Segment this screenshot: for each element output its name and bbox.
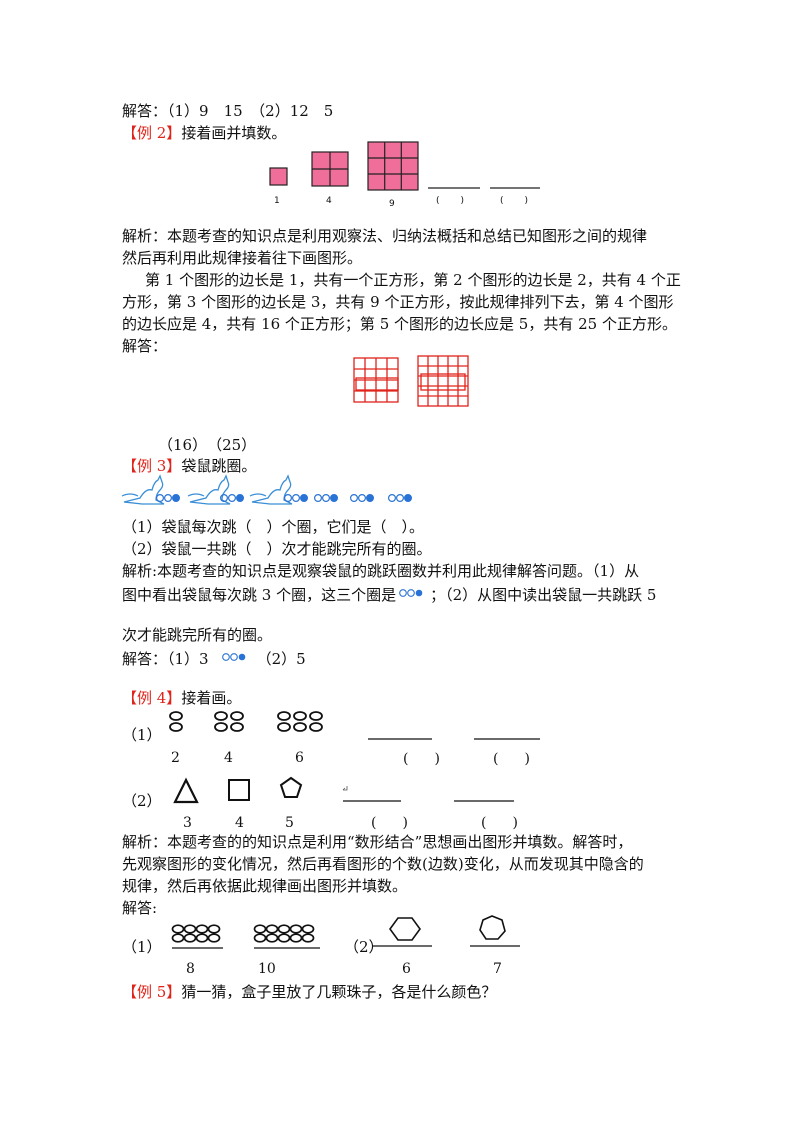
count-label: ( ) bbox=[403, 751, 446, 767]
example-2-heading: 【例 2】接着画并填数。 bbox=[122, 122, 286, 144]
rings bbox=[156, 494, 413, 503]
text: ；（2）从图中读出袋鼠一共跳跃 5 bbox=[430, 586, 657, 604]
ex2-label: 9 bbox=[389, 199, 395, 209]
text: （2）5 bbox=[256, 650, 306, 668]
paragraph: 图中看出袋鼠每次跳 3 个圈，这三个圈是 ；（2）从图中读出袋鼠一共跳跃 5 bbox=[122, 584, 656, 606]
paragraph: 然后再利用此规律接着往下画图形。 bbox=[122, 249, 363, 267]
count-label: 5 bbox=[285, 815, 294, 831]
question: （2）袋鼠一共跳（ ）次才能跳完所有的圈。 bbox=[122, 540, 432, 558]
paragraph: 方形，第 3 个图形的边长是 3，共有 9 个正方形，按此规律排列下去，第 4 … bbox=[122, 293, 674, 311]
hexagon-shape bbox=[389, 917, 421, 941]
ovals bbox=[169, 711, 323, 732]
paragraph: 次才能跳完所有的圈。 bbox=[122, 626, 273, 644]
paragraph: 解析：本题考查的知识点是利用观察法、归纳法概括和总结已知图形之间的规律 bbox=[122, 227, 648, 245]
square-1 bbox=[269, 167, 288, 186]
example-tag: 【例 4】 bbox=[122, 689, 182, 707]
example-4-heading: 【例 4】接着画。 bbox=[122, 687, 241, 709]
text: 图中看出袋鼠每次跳 3 个圈，这三个圈是 bbox=[122, 586, 397, 604]
example-title: 接着画。 bbox=[181, 689, 242, 707]
example-title: 猜一猜，盒子里放了几颗珠子，各是什么颜色？ bbox=[181, 983, 497, 1001]
grid-5x5 bbox=[417, 355, 469, 407]
ex4-ovals-figure bbox=[169, 711, 540, 740]
count-label: 10 bbox=[258, 961, 276, 977]
pentagon-shape bbox=[279, 776, 303, 798]
count-label: ( ) bbox=[371, 815, 414, 831]
answer-values: （16） （25） bbox=[158, 436, 257, 454]
text: 解答：（1）3 bbox=[122, 650, 209, 668]
ex4-shapes-figure bbox=[173, 776, 514, 804]
three-rings-icon bbox=[399, 589, 423, 597]
triangle-shape bbox=[173, 777, 199, 804]
count-label: 3 bbox=[183, 815, 192, 831]
three-rings-icon bbox=[221, 653, 245, 661]
answer-line-1: 解答：（1）9 15 （2）12 5 bbox=[122, 102, 334, 120]
question: （1）袋鼠每次跳（ ）个圈，它们是（ ）。 bbox=[122, 518, 425, 536]
answer-part-label: （2） bbox=[344, 938, 384, 956]
kangaroo-rings-figure bbox=[121, 475, 413, 505]
example-title: 袋鼠跳圈。 bbox=[181, 457, 257, 475]
paragraph: 第 1 个图形的边长是 1，共有一个正方形，第 2 个图形的边长是 2，共有 4… bbox=[145, 271, 681, 289]
count-label: 2 bbox=[171, 750, 180, 766]
answer-part-label: （1） bbox=[122, 938, 162, 956]
question-label: （2） bbox=[122, 792, 162, 810]
count-label: 7 bbox=[493, 961, 502, 977]
ex2-square-figures bbox=[269, 141, 540, 191]
square-shape bbox=[228, 779, 250, 801]
answer-label: 解答： bbox=[122, 337, 168, 355]
example-tag: 【例 3】 bbox=[122, 457, 182, 475]
paragraph: 的边长应是 4，共有 16 个正方形；第 5 个图形的边长应是 5，共有 25 … bbox=[122, 315, 677, 333]
ex2-label: ( ) bbox=[436, 196, 471, 206]
answer-line: 解答：（1）3 （2）5 bbox=[122, 648, 306, 670]
count-label: ( ) bbox=[493, 751, 536, 767]
question-label: （1） bbox=[122, 726, 162, 744]
ovals-8 bbox=[171, 924, 221, 943]
ex2-label: ( ) bbox=[500, 196, 535, 206]
paragraph: 先观察图形的变化情况，然后再看图形的个数(边数)变化，从而发现其中隐含的 bbox=[122, 855, 644, 873]
ex4-answer-figures bbox=[171, 915, 520, 949]
count-label: 4 bbox=[224, 750, 233, 766]
paragraph: 解析：本题考查的的知识点是利用“数形结合”思想画出图形并填数。解答时， bbox=[122, 833, 633, 851]
ex2-label: 4 bbox=[326, 196, 332, 206]
ovals-10 bbox=[253, 924, 315, 943]
ex2-label: 1 bbox=[274, 196, 280, 206]
example-3-heading: 【例 3】袋鼠跳圈。 bbox=[122, 455, 256, 477]
count-label: 6 bbox=[402, 961, 411, 977]
count-label: 8 bbox=[186, 961, 195, 977]
example-5-heading: 【例 5】猜一猜，盒子里放了几颗珠子，各是什么颜色？ bbox=[122, 981, 496, 1003]
grid-4x4 bbox=[353, 357, 399, 403]
example-tag: 【例 2】 bbox=[122, 124, 182, 142]
paragraph: 解析:本题考查的知识点是观察袋鼠的跳跃圈数并利用此规律解答问题。（1）从 bbox=[122, 562, 640, 580]
answer-label: 解答: bbox=[122, 899, 158, 917]
heptagon-shape bbox=[479, 915, 506, 940]
paragraph: 规律，然后再依据此规律画出图形并填数。 bbox=[122, 877, 408, 895]
count-label: 6 bbox=[295, 750, 304, 766]
ex2-answer-grids bbox=[353, 355, 469, 407]
square-2x2 bbox=[311, 151, 349, 187]
square-3x3 bbox=[367, 141, 419, 191]
example-tag: 【例 5】 bbox=[122, 983, 182, 1001]
count-label: ( ) bbox=[481, 815, 524, 831]
example-title: 接着画并填数。 bbox=[181, 124, 287, 142]
return-mark-icon bbox=[342, 786, 348, 791]
count-label: 4 bbox=[235, 815, 244, 831]
